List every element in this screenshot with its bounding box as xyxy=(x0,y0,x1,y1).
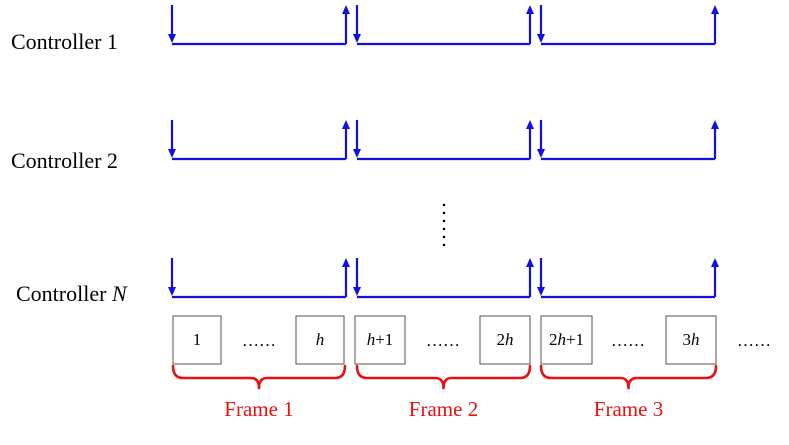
frame-signal-3 xyxy=(537,258,719,299)
down-arrow-icon xyxy=(353,34,361,43)
frame-brace xyxy=(171,364,347,390)
ellipsis-dot xyxy=(442,203,446,207)
frame-signal-2 xyxy=(353,258,534,299)
slot-box: 3h xyxy=(665,315,717,365)
up-arrow-icon xyxy=(711,5,719,14)
slot-label: 2h xyxy=(497,330,514,349)
down-arrow-icon xyxy=(168,287,176,296)
ellipsis-dot xyxy=(442,211,446,215)
frame-label: Frame 3 xyxy=(594,397,663,421)
slot-label: 2h+1 xyxy=(549,330,584,349)
slot-ellipsis: …… xyxy=(611,331,645,350)
frame-brace xyxy=(355,364,532,390)
frames: Frame 1 Frame 2 Frame 3 xyxy=(171,364,718,421)
time-slots: 1 h h+1 2h 2h+1 3h …… …… …… …… xyxy=(172,315,771,365)
frame-signal-2 xyxy=(353,5,534,46)
controller-row-1: Controller 1 xyxy=(11,5,719,54)
controller-label: Controller 2 xyxy=(11,148,118,173)
slot-rect xyxy=(540,315,593,365)
slot-rect xyxy=(354,315,406,365)
ellipsis-dot xyxy=(442,227,446,231)
ellipsis-dot xyxy=(442,243,446,247)
slot-ellipsis: …… xyxy=(426,331,460,350)
frame-3: Frame 3 xyxy=(539,364,718,421)
up-arrow-icon xyxy=(342,5,350,14)
up-arrow-icon xyxy=(711,258,719,267)
up-arrow-icon xyxy=(342,258,350,267)
frame-signal-3 xyxy=(537,120,719,161)
frame-label: Frame 1 xyxy=(224,397,293,421)
frame-signal-2 xyxy=(353,120,534,161)
up-arrow-icon xyxy=(526,120,534,129)
slot-rect xyxy=(479,315,531,365)
slot-rect xyxy=(665,315,717,365)
frame-signal-1 xyxy=(168,120,350,161)
frame-2: Frame 2 xyxy=(355,364,532,421)
up-arrow-icon xyxy=(711,120,719,129)
down-arrow-icon xyxy=(168,149,176,158)
slot-rect xyxy=(295,315,345,365)
down-arrow-icon xyxy=(168,34,176,43)
controller-row-3: Controller N xyxy=(16,258,719,306)
slot-ellipsis: …… xyxy=(242,331,276,350)
frame-brace xyxy=(539,364,718,390)
controller-label: Controller 1 xyxy=(11,29,118,54)
trailing-ellipsis: …… xyxy=(737,331,771,350)
up-arrow-icon xyxy=(526,5,534,14)
ellipsis-dot xyxy=(442,235,446,239)
slot-label: 1 xyxy=(193,330,202,349)
down-arrow-icon xyxy=(353,149,361,158)
slot-rect xyxy=(172,315,222,365)
frame-signal-1 xyxy=(168,5,350,46)
slot-box: 2h+1 xyxy=(540,315,593,365)
up-arrow-icon xyxy=(526,258,534,267)
vertical-ellipsis xyxy=(442,203,446,247)
slot-box: 1 xyxy=(172,315,222,365)
down-arrow-icon xyxy=(537,149,545,158)
frame-signal-1 xyxy=(168,258,350,299)
frame-label: Frame 2 xyxy=(409,397,478,421)
controller-label: Controller N xyxy=(16,281,128,306)
down-arrow-icon xyxy=(353,287,361,296)
frame-signal-3 xyxy=(537,5,719,46)
down-arrow-icon xyxy=(537,34,545,43)
controller-row-2: Controller 2 xyxy=(11,120,719,173)
ellipsis-dot xyxy=(442,219,446,223)
frame-1: Frame 1 xyxy=(171,364,347,421)
slot-box: h+1 xyxy=(354,315,406,365)
slot-label: 3h xyxy=(683,330,700,349)
slot-box: h xyxy=(295,315,345,365)
slot-label: h+1 xyxy=(367,330,394,349)
down-arrow-icon xyxy=(537,287,545,296)
slot-box: 2h xyxy=(479,315,531,365)
slot-label: h xyxy=(316,330,325,349)
up-arrow-icon xyxy=(342,120,350,129)
